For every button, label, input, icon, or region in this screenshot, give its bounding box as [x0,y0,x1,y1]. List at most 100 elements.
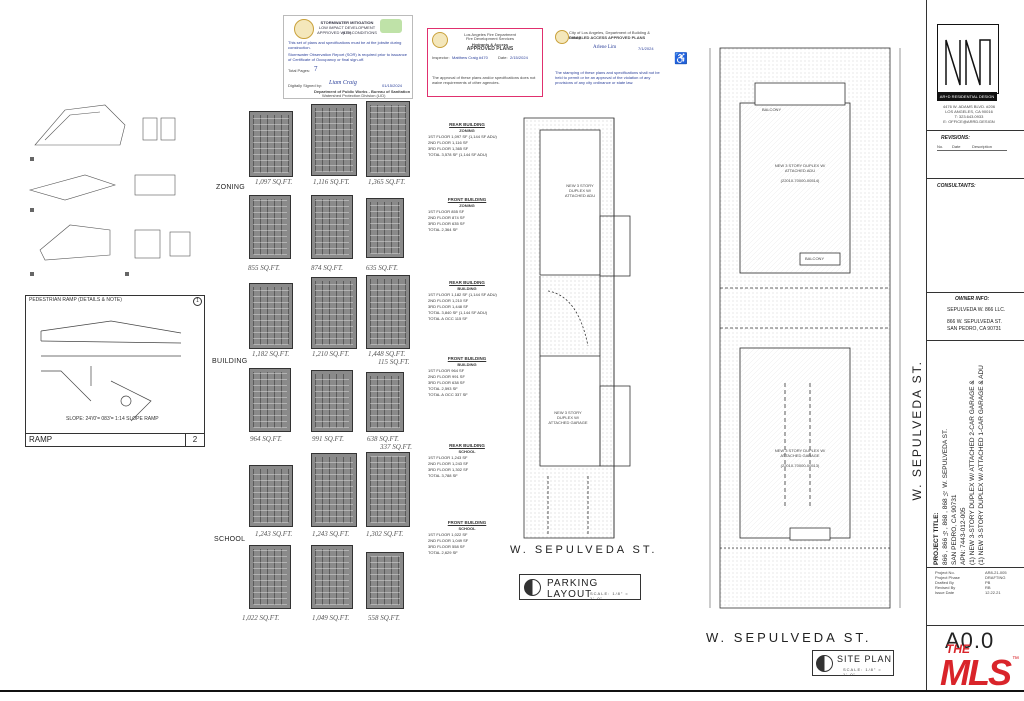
floor-plan [366,372,404,432]
table-row: 1ST FLOOR 964 SF [428,368,465,373]
ramp-detail-frame: PEDESTRIAN RAMP (DETAILS & NOTE) 1 SLOPE… [25,295,205,447]
table-head: REAR BUILDING [449,122,485,127]
table-row: 2ND FLOOR 991 SF [428,374,465,379]
hydrant-body: The approval of these plans and/or speci… [432,75,536,85]
owner-label: OWNER INFO: [955,296,990,302]
floor-plan [366,275,410,349]
table-head: FRONT BUILDING [447,356,487,361]
table-row: 3RD FLOOR 1,448 SF [428,304,469,309]
floor-plan [249,368,291,432]
floor-plan [311,277,357,349]
site-plan-drawing [709,47,901,609]
wheelchair-icon: ♿ [674,53,688,65]
firm-email: E: OFFICE@ARRD.DESIGN [943,119,995,124]
floor-plan [311,545,353,609]
divider [927,625,1024,626]
site-title-box: SITE PLAN SCALE: 1/8" = 1'-0" [812,650,894,677]
owner-addr1: 866 W. SEPULVEDA ST. [947,319,1002,325]
city-seal-icon [294,19,314,39]
hydrant-sub: Fire Development Services [465,36,515,41]
parking-upper-label: NEW 3 STORY DUPLEX W/ ATTACHED ADU [564,183,596,198]
table-row: 3RD FLOOR 558 SF [428,544,465,549]
site-upper-label: NEW 3 STORY DUPLEX W/ ATTACHED ADU [774,163,826,173]
area-table: REAR BUILDING SCHOOL 1ST FLOOR 1,243 SF … [428,443,506,479]
floor-plan [249,465,293,527]
meta-value: AR8-21-005 [985,570,1007,575]
project-title-label: PROJECT TITLE: [933,512,940,565]
site-upper-permit: (22010-70000-00514) [780,178,820,183]
consultants-label: CONSULTANTS: [937,183,976,189]
project-apn: APN: 7443-012-005 [960,507,967,565]
hydrant-title2: APPROVED PLANS [466,46,514,52]
table-row: TOTAL 2,629 SF [428,550,458,555]
hydrant-date-label: Date: [498,55,508,60]
ramp-details-drawings [28,104,191,276]
storm-pages-value: 7 [314,65,318,73]
area-label: 1,302 SQ.FT. [366,530,404,538]
detail-number: 1 [193,297,202,306]
table-sub: SCHOOL [458,449,476,454]
storm-subtitle: LOW IMPACT DEVELOPMENT (LID) [318,25,376,35]
sheet-border [0,690,1024,692]
table-sub: ZONING [459,203,475,208]
storm-title: STORMWATER MITIGATION [320,20,374,25]
meta-value: 12.22.21 [985,590,1001,595]
storm-body1: This set of plans and specifications mus… [288,40,402,50]
meta-label: Project Phase [935,575,960,580]
table-row: 1ST FLOOR 1,097 SF (1,144 SF ADU) [428,134,497,139]
table-row: 1ST FLOOR 1,022 SF [428,532,468,537]
floor-plan [311,453,357,527]
project-city: SAN PEDRO, CA 90731 [951,494,958,565]
project-address: 866 , 866 ½, 868 , 868 ½ W. SEPULVEDA ST… [942,428,949,565]
area-label: 855 SQ.FT. [248,264,280,272]
table-sub: ZONING [459,128,475,133]
row-label-building: BUILDING [212,358,248,365]
ramp-section-drawing [40,320,182,422]
floor-plan [366,552,404,609]
site-street-vertical: W. SEPULVEDA ST. [910,360,924,501]
storm-dept: Department of Public Works - Bureau of S… [314,89,411,94]
hydrant-title: Hydrants & Access [471,42,509,47]
project-desc2: (1) NEW 3-STORY DUPLEX W/ ATTACHED 1-CAR… [978,365,985,565]
table-sub: SCHOOL [458,526,476,531]
parking-title-box: PARKING LAYOUT SCALE: 1/8" = 1'-0" [519,574,641,601]
table-row: TOTAL 2,593 SF [428,386,458,391]
hydrant-date: 2/15/2024 [510,55,528,60]
divider [927,567,1024,568]
area-table: REAR BUILDING BUILDING 1ST FLOOR 1,182 S… [428,280,506,322]
table-row: TOTAL A OCC 337 SF [428,392,468,397]
divider [927,292,1024,293]
balcony-label: BALCONY [762,107,782,112]
meta-label: Project No. [935,570,955,575]
floor-plan [311,104,357,176]
site-lower-permit: (22010-70000-00513) [780,463,820,468]
table-head: FRONT BUILDING [447,520,487,525]
row-label-zoning: ZONING [216,184,246,191]
hydrant-inspector: Matthew Craig #470 [452,55,488,60]
area-label: 1,210 SQ.FT. [312,350,350,358]
table-row: 1ST FLOOR 855 SF [428,209,465,214]
revisions-label: REVISIONS: [941,135,970,141]
table-row: 3RD FLOOR 635 SF [428,221,465,226]
table-row: TOTAL 2,364 SF [428,227,458,232]
balcony-label: BALCONY [805,256,825,261]
storm-line3: APPROVED WITH CONDITIONS [317,30,377,35]
row-label-school: SCHOOL [214,536,246,543]
parking-lower-label: NEW 3 STORY DUPLEX W/ ATTACHED GARAGE [548,410,588,425]
floor-plan [249,111,293,177]
table-row: TOTAL 3,788 SF [428,473,458,478]
floor-plan [366,101,410,177]
table-row: 2ND FLOOR 1,243 SF [428,461,469,466]
area-label: 991 SQ.FT. [312,435,344,443]
site-street-label: W. SEPULVEDA ST. [706,630,872,645]
table-sub: BUILDING [457,286,477,291]
parking-layout-drawing [523,117,631,539]
area-table: FRONT BUILDING BUILDING 1ST FLOOR 964 SF… [428,356,506,398]
area-table: FRONT BUILDING SCHOOL 1ST FLOOR 1,022 SF… [428,520,506,556]
firm-phone: T: 323.643.0933 [954,114,984,119]
title-block: AR+D RESIDENTIAL DESIGN 4476 W. ADAMS BL… [926,0,1024,690]
area-label: 1,022 SQ.FT. [242,614,280,622]
floor-plan [249,195,291,259]
parking-street-label: W. SEPULVEDA ST. [510,544,658,556]
